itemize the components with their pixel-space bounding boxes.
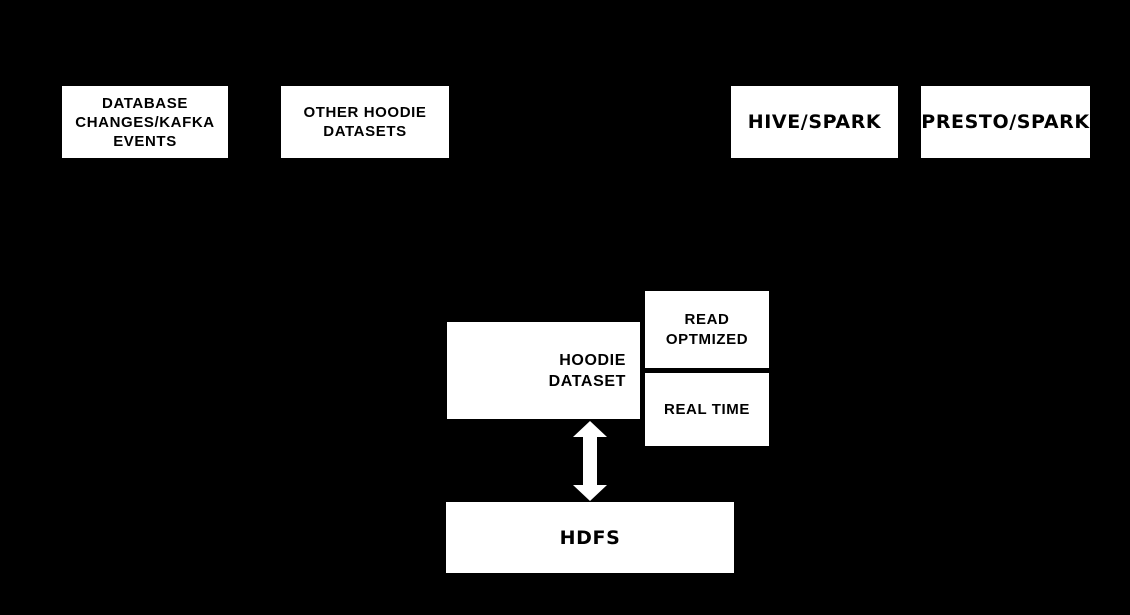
- node-hoodie-dataset: HOODIE DATASET: [447, 322, 640, 419]
- node-label: HIVE/SPARK: [747, 111, 882, 133]
- node-label: OTHER HOODIE DATASETS: [303, 104, 427, 140]
- node-real-time-view: REAL TIME: [645, 373, 769, 446]
- node-label: PRESTO/SPARK: [921, 111, 1090, 133]
- node-presto-spark: PRESTO/SPARK: [921, 86, 1090, 158]
- node-hdfs: HDFS: [446, 502, 734, 573]
- node-other-hoodie-datasets: OTHER HOODIE DATASETS: [281, 86, 449, 158]
- node-read-optimized-view: READ OPTMIZED: [645, 291, 769, 368]
- node-label: HDFS: [559, 526, 621, 549]
- node-hive-spark: HIVE/SPARK: [731, 86, 898, 158]
- node-label: REAL TIME: [664, 400, 750, 418]
- node-label: DATABASE CHANGES/KAFKA EVENTS: [75, 94, 215, 150]
- bidirectional-arrow-icon: [573, 421, 607, 501]
- node-label: READ OPTMIZED: [665, 310, 749, 348]
- node-database-changes-kafka-events: DATABASE CHANGES/KAFKA EVENTS: [62, 86, 228, 158]
- node-label: HOODIE DATASET: [548, 351, 626, 390]
